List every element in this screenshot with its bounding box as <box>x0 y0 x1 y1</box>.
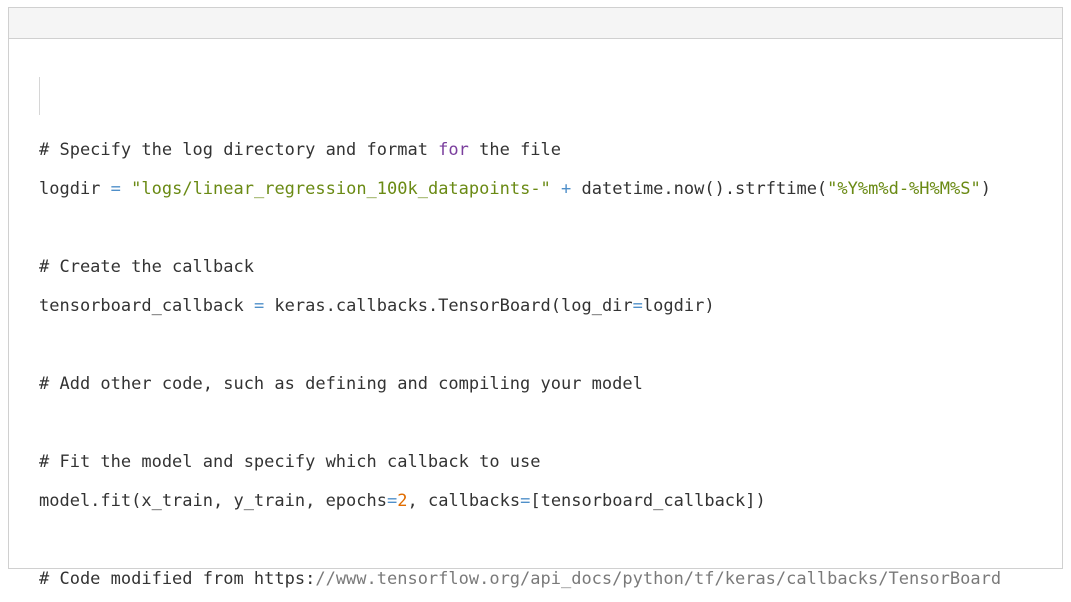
code-token: # Create the callback <box>39 257 254 277</box>
code-token: # Specify the log directory and format <box>39 140 439 160</box>
code-token: logdir <box>39 179 111 199</box>
code-token: for <box>438 140 469 160</box>
code-token <box>551 179 561 199</box>
code-token: = <box>387 491 398 511</box>
code-line: # Fit the model and specify which callba… <box>39 446 1052 485</box>
code-token: = <box>253 296 265 316</box>
code-line: # Create the callback <box>39 251 1052 290</box>
code-line <box>39 407 1052 446</box>
code-line <box>39 212 1052 251</box>
code-token: [tensorboard_callback]) <box>530 491 766 511</box>
code-token <box>121 179 131 199</box>
code-line: tensorboard_callback = keras.callbacks.T… <box>39 290 1052 329</box>
code-block[interactable]: # Specify the log directory and format f… <box>39 74 1052 602</box>
code-line: model.fit(x_train, y_train, epochs=2, ca… <box>39 485 1052 524</box>
code-line: # Code modified from https://www.tensorf… <box>39 563 1052 602</box>
editor-toolbar <box>9 8 1062 39</box>
code-token: + <box>561 179 572 199</box>
code-token: , callbacks <box>407 491 521 511</box>
code-token: # Code modified from https: <box>39 569 316 589</box>
code-token: keras.callbacks.TensorBoard(log_dir <box>264 296 633 316</box>
code-token: the file <box>468 140 562 160</box>
code-token: logdir) <box>642 296 715 316</box>
code-token: //www.tensorflow.org/api_docs/python/tf/… <box>315 569 1002 589</box>
code-token: = <box>520 491 531 511</box>
code-token: tensorboard_callback <box>39 296 254 316</box>
code-token: ) <box>980 179 991 199</box>
code-line: # Specify the log directory and format f… <box>39 134 1052 173</box>
code-token: = <box>632 296 643 316</box>
code-token: model.fit(x_train, y_train, epochs <box>39 491 387 511</box>
code-token: # Fit the model and specify which callba… <box>39 452 541 472</box>
text-cursor <box>39 77 40 115</box>
code-editor-frame: # Specify the log directory and format f… <box>8 7 1063 589</box>
code-token: 2 <box>397 491 408 511</box>
code-token: "logs/linear_regression_100k_datapoints-… <box>131 179 551 199</box>
code-token: # Add other code, such as defining and c… <box>39 374 643 394</box>
code-line: logdir = "logs/linear_regression_100k_da… <box>39 173 1052 212</box>
code-line <box>39 524 1052 563</box>
code-token: "%Y%m%d-%H%M%S" <box>827 179 981 199</box>
code-token: datetime.now().strftime( <box>571 179 828 199</box>
code-token: = <box>110 179 121 199</box>
code-line: # Add other code, such as defining and c… <box>39 368 1052 407</box>
code-line <box>39 329 1052 368</box>
